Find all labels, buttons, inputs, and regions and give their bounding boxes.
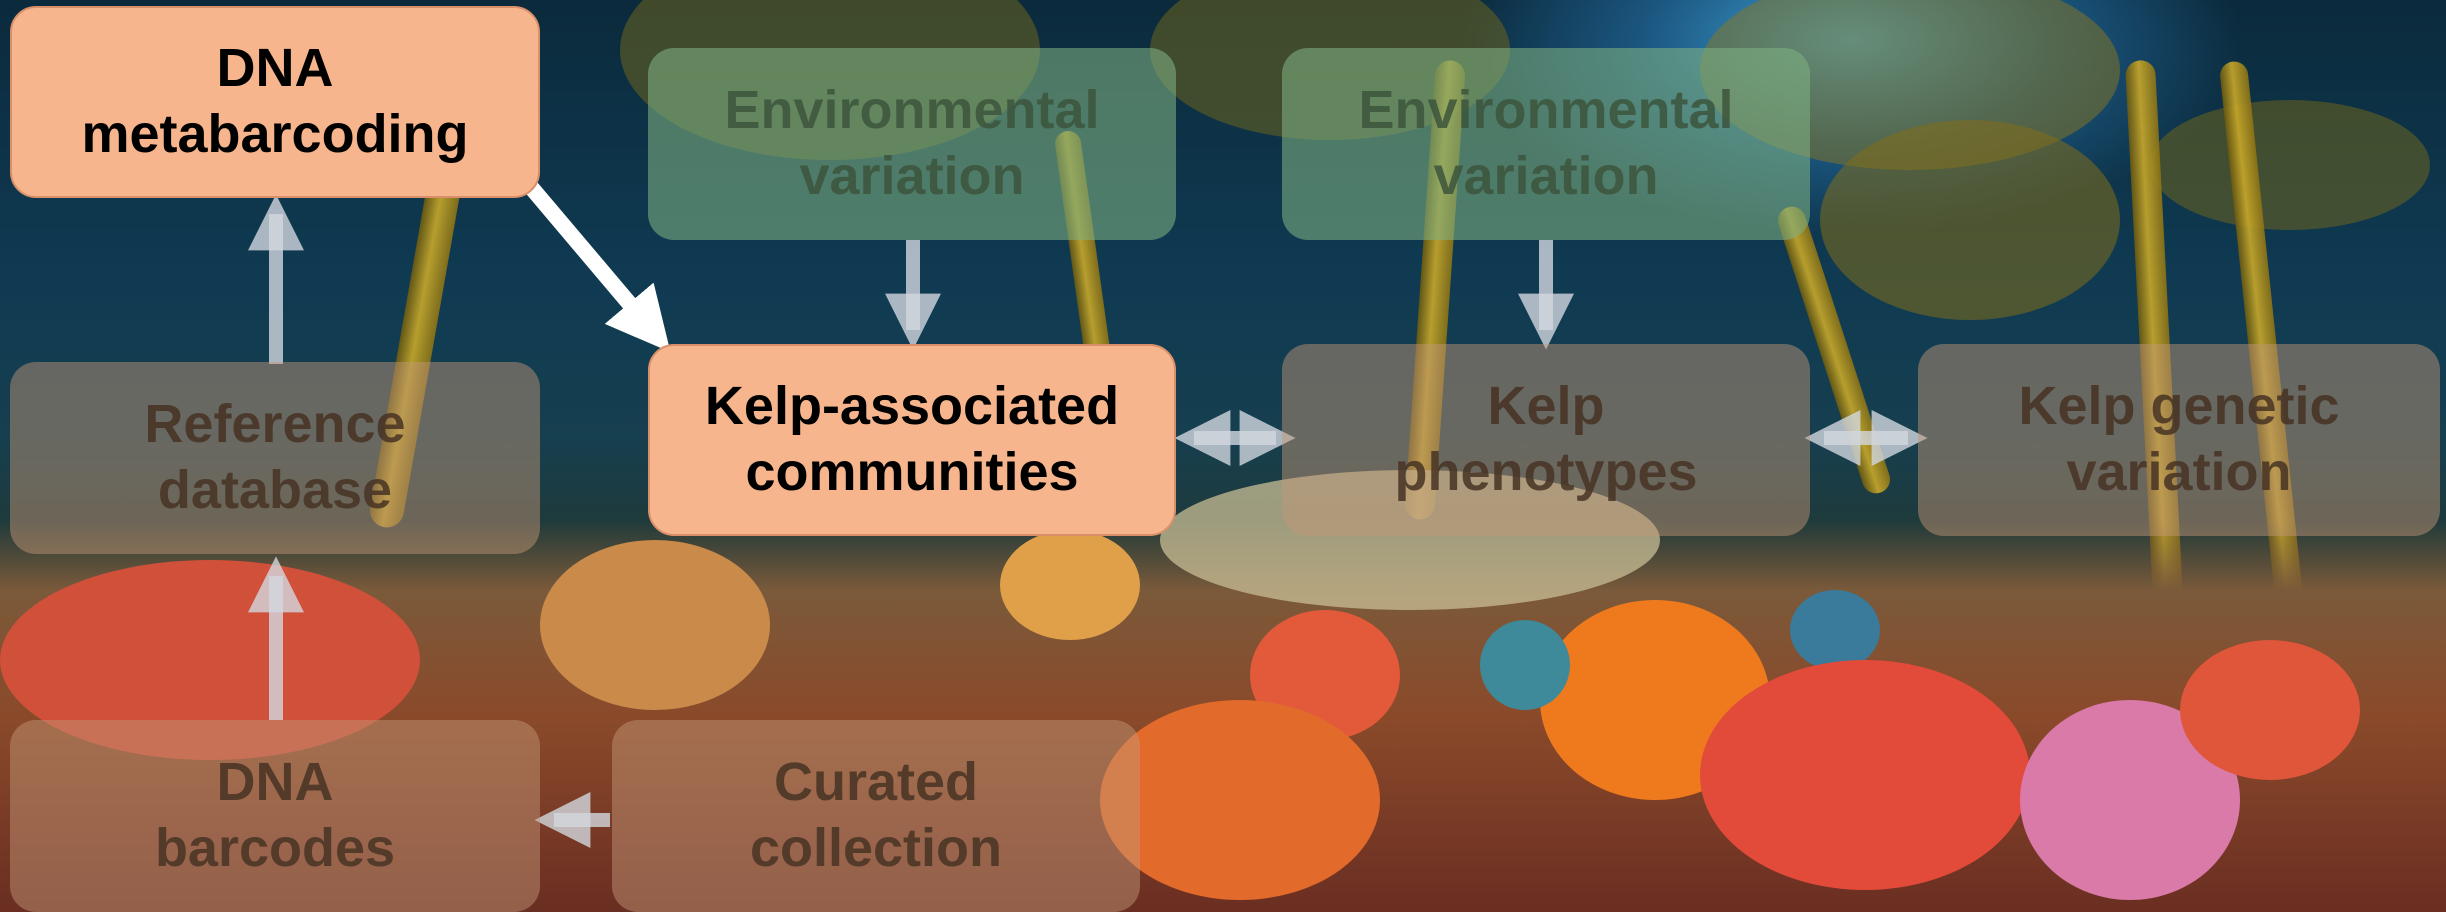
node-env1-line2: variation — [799, 146, 1025, 206]
node-barcodes-line1: DNA — [216, 752, 334, 813]
node-env1-line1: Environmental — [724, 80, 1100, 141]
node-environmental-variation-1: Environmental variation — [648, 48, 1176, 240]
node-genetic-line1: Kelp genetic — [2018, 376, 2340, 437]
node-communities-line2: communities — [745, 442, 1079, 502]
node-reference-line2: database — [157, 460, 393, 520]
node-phenotypes-line2: phenotypes — [1394, 442, 1698, 502]
node-environmental-variation-2: Environmental variation — [1282, 48, 1810, 240]
node-kelp-associated-communities: Kelp-associated communities — [648, 344, 1176, 536]
node-env2-line2: variation — [1433, 146, 1659, 206]
node-communities-line1: Kelp-associated — [704, 376, 1120, 437]
arrow-metabarcoding-to-communities — [523, 180, 671, 353]
node-genetic-line2: variation — [2066, 442, 2292, 502]
node-reference-database: Reference database — [10, 362, 540, 554]
node-dna-metabarcoding: DNA metabarcoding — [10, 6, 540, 198]
node-phenotypes-line1: Kelp — [1487, 376, 1605, 437]
node-collection-line2: collection — [749, 818, 1003, 878]
node-curated-collection: Curated collection — [612, 720, 1140, 912]
node-kelp-genetic-variation: Kelp genetic variation — [1918, 344, 2440, 536]
node-reference-line1: Reference — [144, 394, 406, 455]
node-collection-line1: Curated — [773, 752, 978, 813]
node-dna-metabarcoding-line1: DNA — [216, 38, 334, 99]
node-dna-barcodes: DNA barcodes — [10, 720, 540, 912]
node-env2-line1: Environmental — [1358, 80, 1734, 141]
node-dna-metabarcoding-line2: metabarcoding — [81, 104, 469, 164]
node-kelp-phenotypes: Kelp phenotypes — [1282, 344, 1810, 536]
node-barcodes-line2: barcodes — [154, 818, 396, 878]
